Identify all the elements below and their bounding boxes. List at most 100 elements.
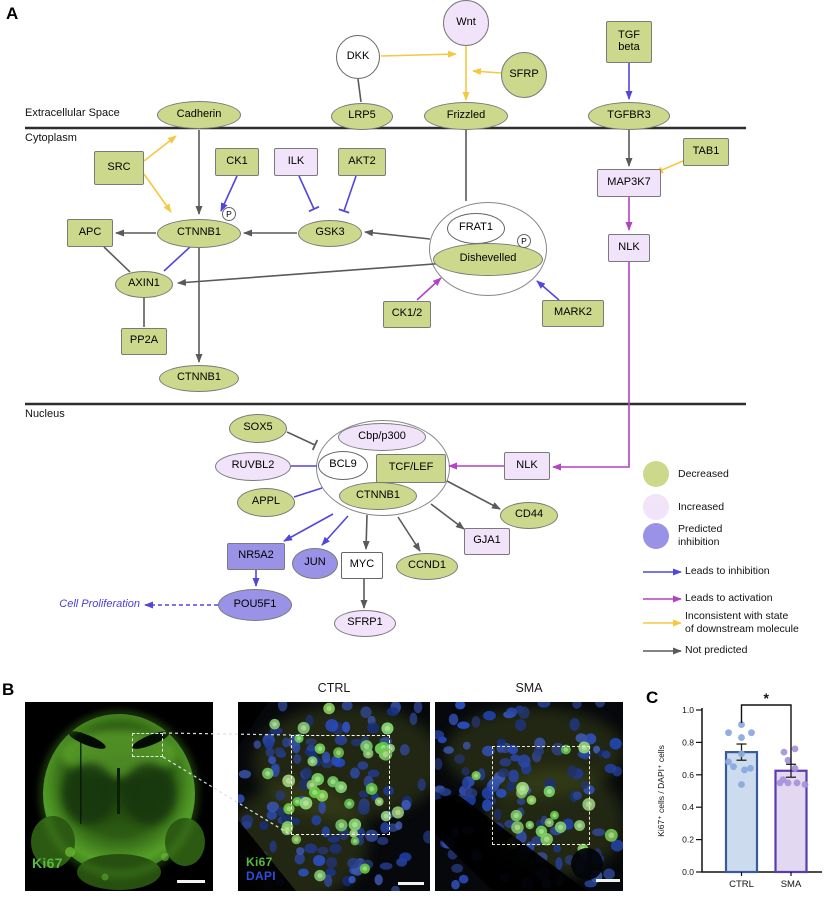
edge-nlkcyt-nlknuc <box>552 262 630 471</box>
legend-arrow-label: Leads to activation <box>685 592 773 604</box>
data-point-CTRL <box>738 721 745 728</box>
node-nr5a2: NR5A2 <box>227 542 285 570</box>
node-tcf-lef: TCF/LEF <box>376 453 446 483</box>
node-ctnnb1-nuc: CTNNB1 <box>339 482 417 510</box>
edge-akt2-gsk3-tbar <box>338 208 350 214</box>
edge-complex-myc <box>362 514 370 550</box>
node-cadherin: Cadherin <box>157 101 241 129</box>
node-frat1: FRAT1 <box>447 212 505 244</box>
node-ccnd1: CCND1 <box>396 552 458 580</box>
sma-scale-bar <box>596 879 620 882</box>
node-map3k7: MAP3K7 <box>597 169 661 197</box>
node-ck12: CK1/2 <box>383 300 431 328</box>
node-cd44: CD44 <box>500 501 558 529</box>
edge-dkk-lrp5 <box>357 78 362 103</box>
edge-akt2-gsk3 <box>343 175 357 212</box>
node-ilk: ILK <box>274 148 318 176</box>
data-point-SMA <box>784 779 792 787</box>
edge-sox5-complex <box>286 431 316 446</box>
node-ck1: CK1 <box>215 148 259 176</box>
data-point-CTRL <box>730 763 737 771</box>
node-mark2: MARK2 <box>542 299 604 327</box>
y-tick-label: 1.0 <box>682 705 694 715</box>
data-point-SMA <box>776 779 784 787</box>
legend-circle-decreased <box>643 461 669 487</box>
edge-ilk-gsk3 <box>298 175 315 210</box>
edge-complex-axin1 <box>177 262 448 286</box>
node-jun: JUN <box>292 547 338 579</box>
ctrl-dapi-label: DAPI <box>246 869 276 883</box>
significance-bracket <box>740 704 792 765</box>
node-pp2a: PP2A <box>121 327 167 355</box>
data-point-CTRL <box>738 781 745 788</box>
node-bcl9: BCL9 <box>318 450 368 480</box>
data-point-SMA <box>801 781 809 788</box>
node-nlk-cyt: NLK <box>608 234 650 262</box>
data-point-CTRL <box>748 729 755 737</box>
edge-complex-ccnd1 <box>397 516 421 552</box>
node-dkk: DKK <box>336 35 380 79</box>
data-point-CTRL <box>738 734 745 741</box>
legend-swatch-label: Increased <box>678 500 725 513</box>
y-axis-label: Ki67⁺ cells / DAPI⁺ cells <box>656 745 666 837</box>
y-tick-label: 0.8 <box>682 737 694 747</box>
ctrl-scale-bar <box>398 882 424 885</box>
y-tick-label: 0.6 <box>682 770 694 780</box>
legend-arrow-label: Leads to inhibition <box>685 565 770 577</box>
node-frizzled: Frizzled <box>424 102 508 130</box>
brain-section-image <box>25 702 213 891</box>
y-tick-label: 0.0 <box>682 867 694 877</box>
node-ctnnb1-cyt: CTNNB1 <box>159 364 239 392</box>
edge-apc-axin1 <box>103 246 131 273</box>
node-nlk-nuc: NLK <box>504 452 550 480</box>
edge-mark2-dishevelled <box>536 280 560 301</box>
edge-dkk-wnt <box>380 50 457 58</box>
edge-ck1-ctnnb1 <box>220 175 238 212</box>
data-point-SMA <box>793 779 801 787</box>
brain-ki67-label: Ki67 <box>32 855 63 871</box>
node-pou5f1: POU5F1 <box>218 589 292 621</box>
panel-c-label: C <box>646 688 659 707</box>
node-wnt: Wnt <box>443 0 489 46</box>
node-src: SRC <box>94 151 144 185</box>
extracellular-space-label: Extracellular Space <box>25 107 120 119</box>
node-sox5: SOX5 <box>229 413 287 443</box>
data-point-CTRL <box>741 766 748 774</box>
data-point-SMA <box>780 748 788 756</box>
data-point-CTRL <box>725 729 732 737</box>
node-lrp5: LRP5 <box>331 102 393 130</box>
legend-circle-inhibition <box>643 523 669 549</box>
edge-complex-gja1 <box>430 503 465 530</box>
legend-swatch-decreased: Decreased <box>640 460 729 488</box>
edge-sox5-complex-tbar <box>311 439 319 451</box>
ctrl-ki67-label: Ki67 <box>246 855 273 869</box>
node-ruvbl2: RUVBL2 <box>215 451 291 481</box>
node-sfrp: SFRP <box>501 52 547 98</box>
data-point-CTRL <box>747 764 754 772</box>
node-apc: APC <box>67 219 113 247</box>
data-point-SMA <box>784 756 792 764</box>
edge-appl-complex <box>293 487 323 498</box>
bar-SMA <box>774 769 808 874</box>
significance-star: * <box>764 690 770 706</box>
edge-complex-gsk3 <box>364 229 431 240</box>
brain-inset-box <box>132 733 163 757</box>
x-tick-label: CTRL <box>729 879 754 890</box>
edge-tcflef-cd44 <box>446 480 501 510</box>
node-gsk3: GSK3 <box>298 219 362 247</box>
data-point-CTRL <box>738 750 745 758</box>
edge-complex-jun <box>321 515 349 546</box>
node-gja1: GJA1 <box>464 527 510 555</box>
cell-proliferation-label: Cell Proliferation <box>59 598 140 610</box>
y-tick-label: 0.4 <box>682 802 694 812</box>
panel-b-label: B <box>2 680 15 699</box>
edge-sfrp-frizzled <box>472 68 502 76</box>
y-tick-label: 0.2 <box>682 835 694 845</box>
nucleus-label: Nucleus <box>25 408 65 420</box>
panel-a-label: A <box>6 4 19 23</box>
node-axin1: AXIN1 <box>115 270 173 298</box>
edge-ck12-dishevelled <box>416 277 442 301</box>
sma-image-title: SMA <box>515 681 543 695</box>
